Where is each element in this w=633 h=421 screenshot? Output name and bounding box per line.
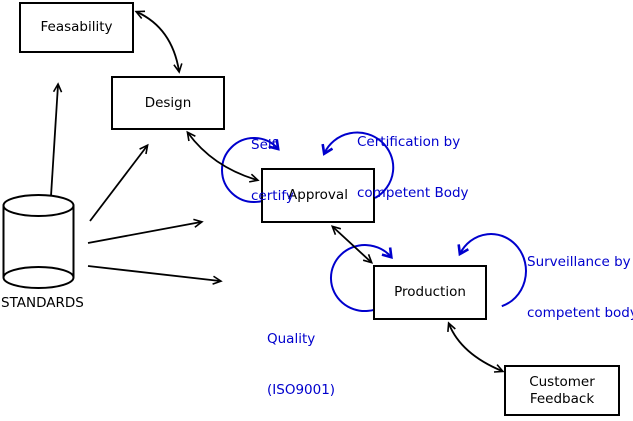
database-cylinder-icon bbox=[2, 194, 75, 289]
annotation-self-certify: Self certify bbox=[251, 103, 294, 239]
annotation-certification: Certification by competent Body bbox=[357, 100, 469, 236]
arrow-standards-to-design bbox=[89, 143, 149, 222]
annotation-certification-line1: Certification by bbox=[357, 134, 461, 150]
edge-feasability-design bbox=[134, 10, 183, 74]
edge-design-approval bbox=[186, 130, 260, 183]
node-production-label: Production bbox=[394, 284, 466, 300]
node-approval: Approval bbox=[261, 168, 375, 223]
node-feasability-label: Feasability bbox=[40, 19, 113, 35]
annotation-quality-line2: (ISO9001) bbox=[267, 382, 336, 398]
loop-surveillance-icon bbox=[457, 233, 527, 308]
node-design: Design bbox=[111, 76, 225, 130]
loop-certification-icon bbox=[321, 131, 395, 199]
standards-datastore-label: STANDARDS bbox=[1, 295, 84, 311]
arrow-standards-to-feasability bbox=[50, 82, 63, 197]
annotation-certification-line2: competent Body bbox=[357, 185, 469, 201]
annotation-surveillance-line2: competent body bbox=[527, 305, 633, 321]
annotation-self-certify-line2: certify bbox=[251, 188, 294, 204]
node-customer-feedback-label-line1: Customer bbox=[529, 373, 595, 390]
annotation-surveillance-line1: Surveillance by bbox=[527, 254, 631, 270]
annotation-self-certify-line1: Self bbox=[251, 137, 277, 153]
node-production: Production bbox=[373, 265, 487, 320]
node-approval-label: Approval bbox=[288, 187, 348, 203]
annotation-quality-line1: Quality bbox=[267, 331, 316, 347]
arrow-standards-to-production bbox=[87, 265, 223, 285]
node-customer-feedback: Customer Feedback bbox=[504, 365, 620, 416]
edge-production-customer-feedback bbox=[447, 321, 505, 373]
arrow-standards-to-approval bbox=[87, 218, 204, 244]
annotation-quality-monitoring: Quality (ISO9001) monitoring bbox=[267, 297, 341, 421]
node-design-label: Design bbox=[144, 94, 192, 111]
node-customer-feedback-label-line2: Feedback bbox=[529, 390, 595, 407]
annotation-surveillance: Surveillance by competent body bbox=[527, 220, 633, 356]
node-feasability: Feasability bbox=[19, 2, 134, 53]
edge-approval-production bbox=[330, 225, 374, 264]
